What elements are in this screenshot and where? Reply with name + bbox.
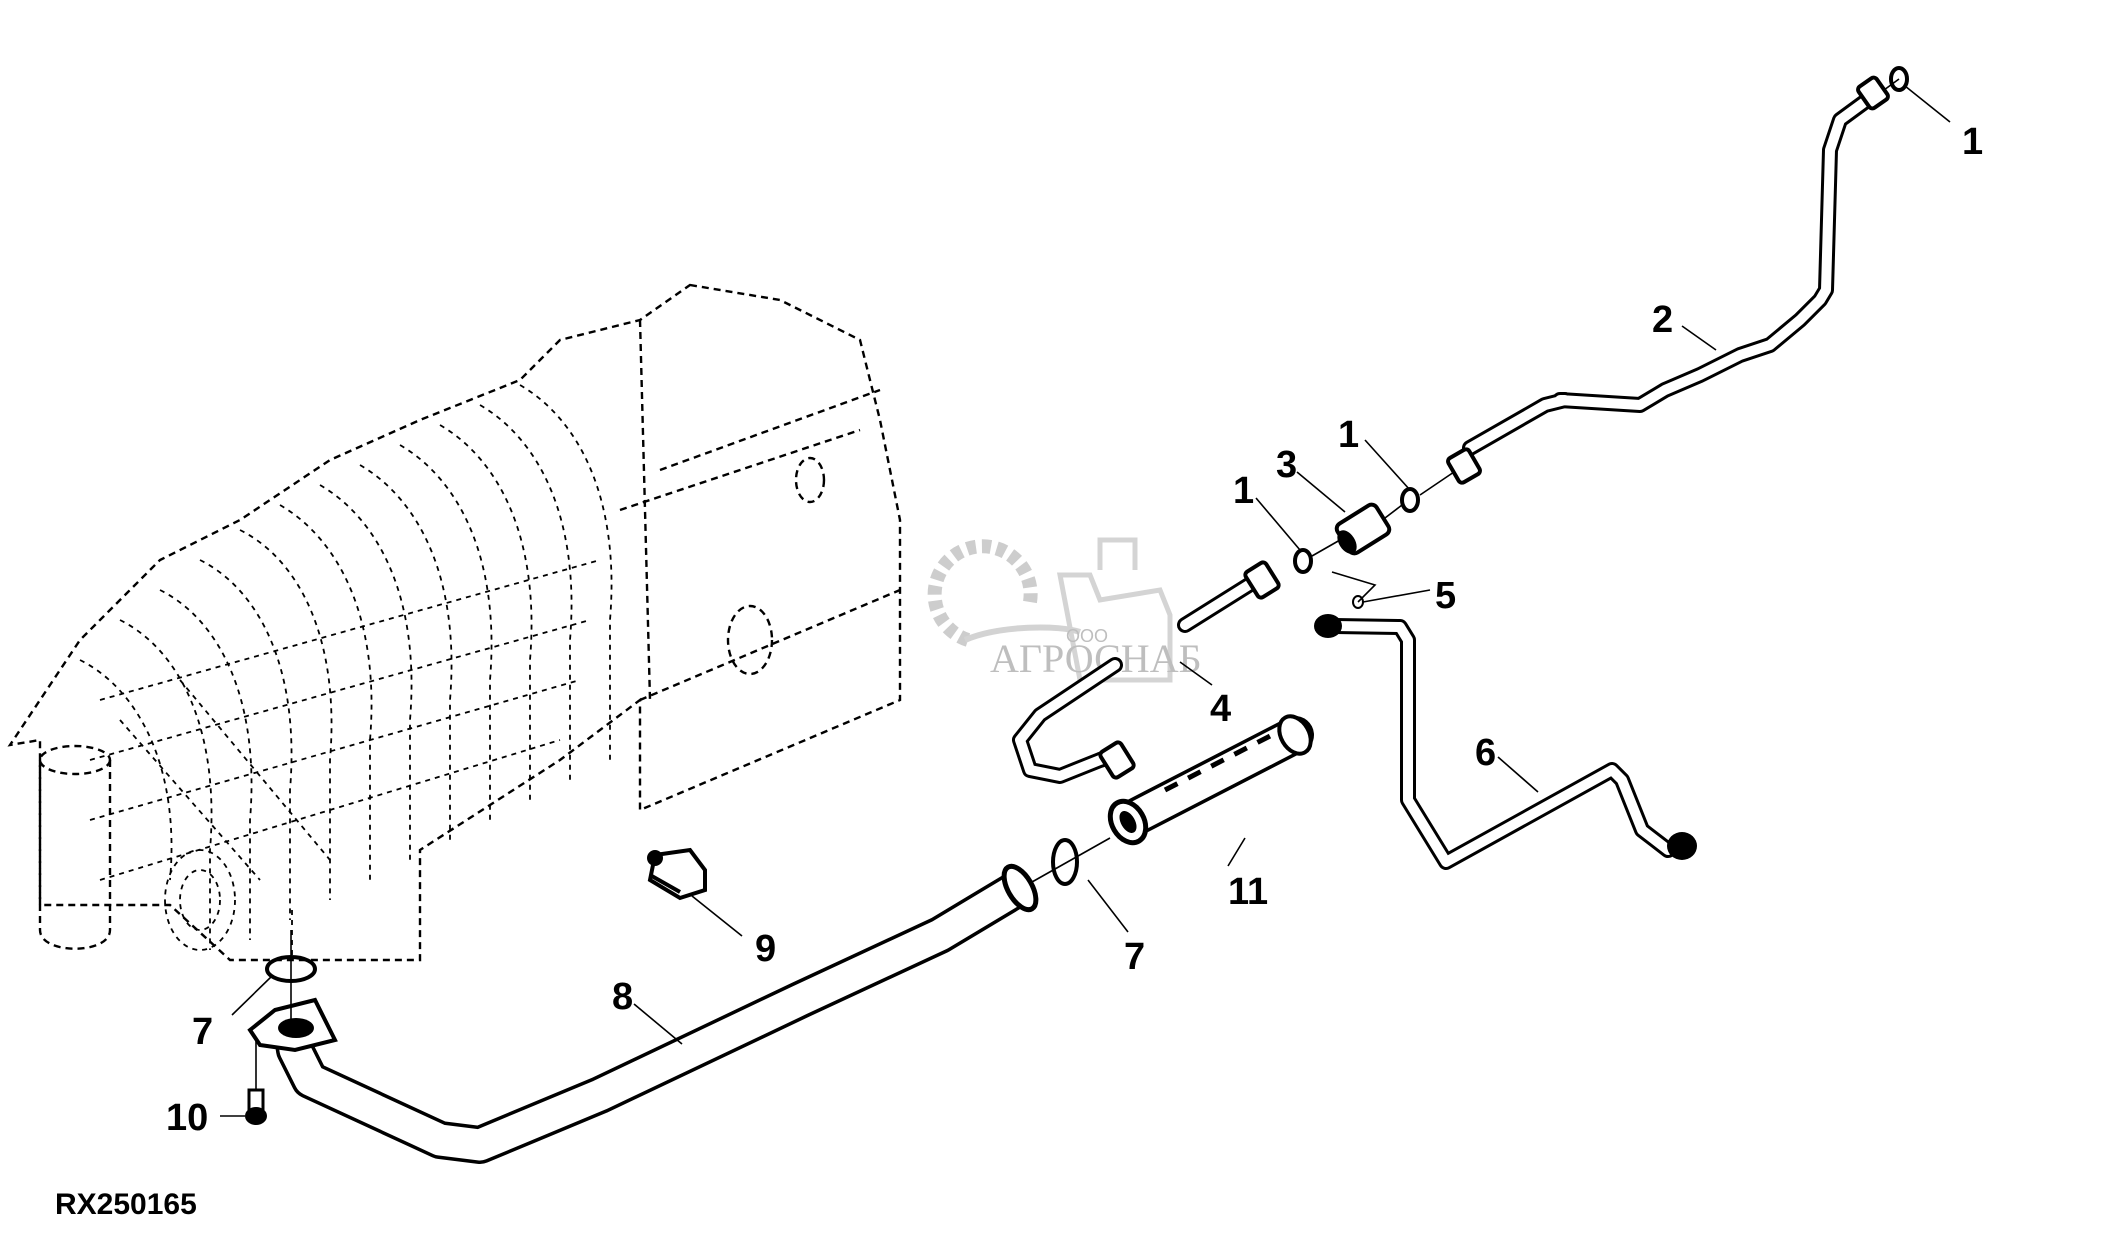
callout-7: 7 [192, 1011, 213, 1053]
callout-1: 1 [1233, 470, 1254, 512]
callout-labels: 1 2 1 3 1 5 4 6 11 9 7 8 7 10 [166, 121, 1983, 1139]
part-3-fitting [1311, 502, 1403, 557]
callout-11: 11 [1228, 871, 1268, 913]
leader-lines [220, 85, 1951, 1117]
part-7-o-ring-middle [1051, 838, 1079, 886]
callout-1: 1 [1962, 121, 1983, 163]
callout-10: 10 [166, 1097, 208, 1139]
part-9-clamp [647, 847, 707, 901]
part-4-line [1012, 560, 1281, 784]
callout-3: 3 [1276, 444, 1297, 486]
part-2-line [1446, 75, 1890, 485]
axis-line [1419, 78, 1900, 496]
callout-4: 4 [1210, 688, 1231, 730]
callout-8: 8 [612, 976, 633, 1018]
callout-2: 2 [1652, 299, 1673, 341]
watermark-logo: ООО АГРОСНАБ [927, 537, 1202, 683]
part-8-pipe [247, 863, 1039, 1164]
part-5-o-ring [1331, 571, 1377, 609]
part-11-tube [1107, 714, 1314, 846]
part-10-cap-screw [245, 1040, 267, 1125]
axis-line [1031, 837, 1111, 883]
callout-7: 7 [1124, 936, 1145, 978]
o-ring-icon [1293, 66, 1909, 574]
part-6-line [1314, 614, 1697, 870]
callout-1: 1 [1338, 414, 1359, 456]
callout-9: 9 [755, 928, 776, 970]
drawing-code: RX250165 [55, 1188, 197, 1221]
engine-phantom-outline [7, 283, 902, 962]
callout-5: 5 [1435, 575, 1456, 617]
watermark-prefix: ООО [1066, 626, 1108, 646]
callout-6: 6 [1475, 732, 1496, 774]
